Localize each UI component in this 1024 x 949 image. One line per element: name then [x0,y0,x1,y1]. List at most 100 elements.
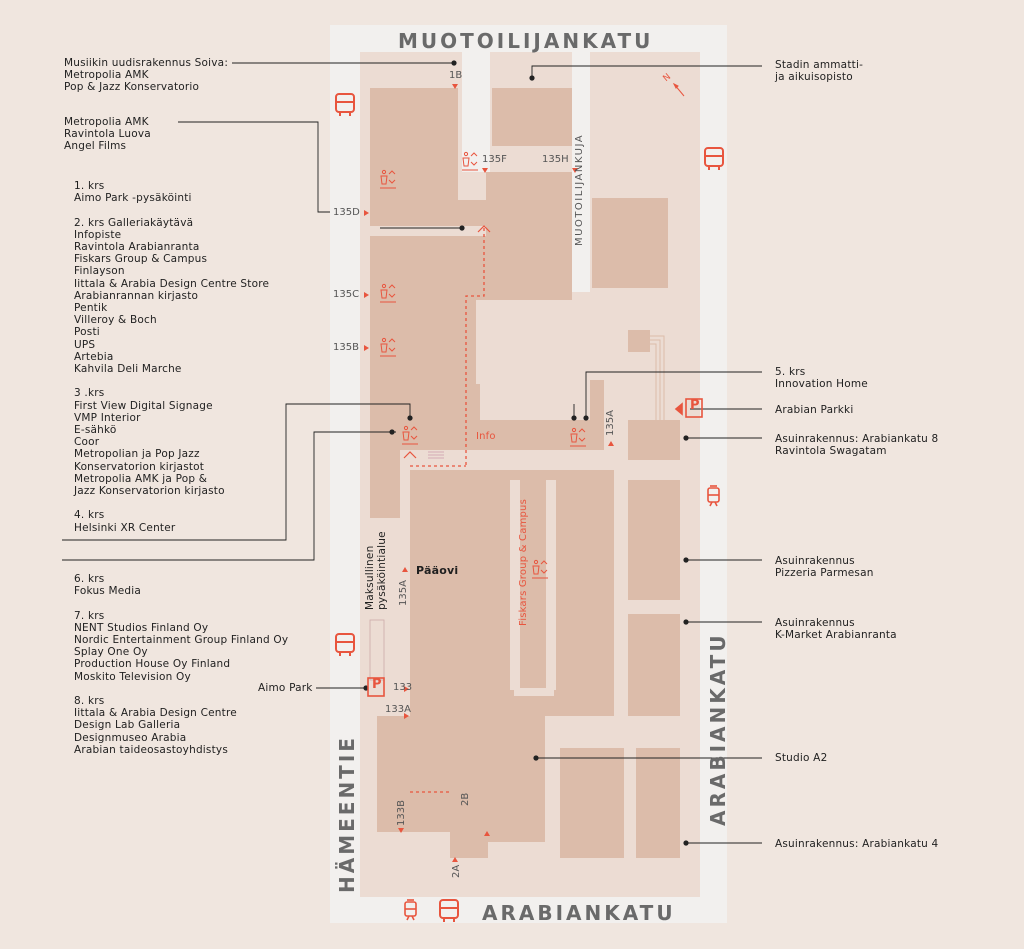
floor-list-line: Ravintola Arabianranta [74,241,200,254]
building-studio-a2 [560,748,624,858]
entrance-133: 133 [393,682,413,693]
floor-list-line [74,375,269,387]
parking-icon [367,677,385,697]
floor-list-line: Pentik [74,302,108,315]
floor-list-line: VMP Interior [74,411,141,424]
parking-area-label: Maksullinen pysäköintialue [364,531,388,610]
tram-icons [404,485,720,921]
building-pizzeria [628,480,680,600]
building-arabiankatu-east [592,198,668,288]
building-kmarket [628,614,680,716]
label-studio-a2: Studio A2 [775,752,828,764]
floor-list-line: Iittala & Arabia Design Centre Store [74,277,270,290]
floor-list-line: E-sähkö [74,424,117,437]
street-bottom: ARABIANKATU [482,901,676,925]
floor-list-line: Metropolia AMK ja Pop & [74,472,208,485]
main-door-label: Pääovi [416,564,459,577]
label-arabiankatu-4: Asuinrakennus: Arabiankatu 4 [775,838,939,850]
street-inner: MUOTOILIJANKUJA [574,133,585,246]
floor-list-line: 4. krs [74,509,105,522]
entrance-133B: 133B [396,800,407,826]
floor-list-line: 8. krs [74,695,105,708]
building-small [628,330,650,352]
street-left: HÄMEENTIE [335,735,359,893]
toilet-icon [570,427,586,447]
floor-list-line: Fiskars Group & Campus [74,253,208,266]
floor-list-line: Nordic Entertainment Group Finland Oy [74,634,289,647]
building-arabiankatu8 [628,420,680,460]
floor-list-line: Coor [74,436,100,449]
label-arabiankatu-8: Asuinrakennus: Arabiankatu 8 Ravintola S… [775,433,939,458]
floor-list-line: Konservatorion kirjastot [74,460,205,473]
parking-letter-aimo: P [372,677,382,692]
building-main-north [370,88,604,450]
entrance-133A: 133A [385,704,411,715]
floor-list-line: Artebia [74,350,114,363]
stairs-icon [403,225,491,459]
entrance-markers [364,84,614,862]
parking-letter-arabian: P [690,398,700,413]
floor-list-line: First View Digital Signage [74,399,213,412]
street-right: ARABIANKATU [706,632,730,826]
ramp-lines [650,335,665,420]
leader-dots [363,60,689,846]
bus-icon [335,93,355,116]
building-small-2 [504,726,528,744]
entrance-135F: 135F [482,154,507,165]
label-kmarket: Asuinrakennus K-Market Arabianranta [775,617,897,642]
floor-list-line: Villeroy & Boch [74,314,157,327]
info-label: Info [476,431,496,442]
lane-top-left [462,52,490,172]
bus-icon [704,147,724,170]
floor-list-line: 2. krs Galleriakäytävä [74,216,194,229]
label-luova: Metropolia AMK Ravintola Luova Angel Fil… [64,116,151,153]
floor-list-line: Fokus Media [74,585,142,598]
tram-icon [404,899,417,921]
label-stadin: Stadin ammatti- ja aikuisopisto [775,59,864,84]
label-aimo-park: Aimo Park [258,682,313,694]
inner-paths [370,226,614,696]
floor-list-line: 1. krs [74,180,105,192]
floor-list-line: Infopiste [74,228,122,241]
floor-list-line: Aimo Park -pysäköinti [74,192,192,205]
fiskars-vertical-label: Fiskars Group & Campus [518,498,529,626]
leader-lines [62,62,762,844]
buildings [370,88,680,858]
building-arabiankatu4 [636,748,680,858]
floor-list-line: Designmuseo Arabia [74,731,187,744]
floor-list-line: Metropolian ja Pop Jazz [74,448,200,461]
floor-list-line: 3 .krs [74,387,105,400]
toilet-icon [380,283,396,303]
floor-list-line: Finlayson [74,265,125,278]
toilet-icon [532,559,548,579]
toilet-icon [380,169,396,189]
entrance-2B: 2B [460,792,471,806]
label-pizzeria: Asuinrakennus Pizzeria Parmesan [775,555,874,580]
entrance-2A: 2A [451,864,462,878]
floor-list-line: Moskito Television Oy [74,670,191,683]
entrance-135D: 135D [333,207,360,218]
compass-icon [672,82,685,97]
floor-list-line: Helsinki XR Center [74,521,176,534]
parking-strip [369,619,385,681]
label-arabian-parkki: Arabian Parkki [775,404,854,416]
bus-icon [439,899,459,922]
bus-icon [335,633,355,656]
entrance-135A-right: 135A [605,410,616,436]
entrance-135H: 135H [542,154,569,165]
floor-list-line: Arabian taideosastoyhdistys [74,743,228,756]
floor-list-line [74,597,288,609]
route-dashed [410,228,485,793]
building-stadin [492,88,572,146]
floor-list-line: Kahvila Deli Marche [74,363,182,376]
floor-list-line [74,497,269,509]
stairs-lines-icon [428,451,444,459]
floor-list-line: 6. krs [74,573,105,585]
parking-icon [685,398,703,418]
floor-list-line: Jazz Konservatorion kirjasto [74,485,225,498]
toilet-icon [462,151,478,171]
floor-list-line: NENT Studios Finland Oy [74,621,209,634]
